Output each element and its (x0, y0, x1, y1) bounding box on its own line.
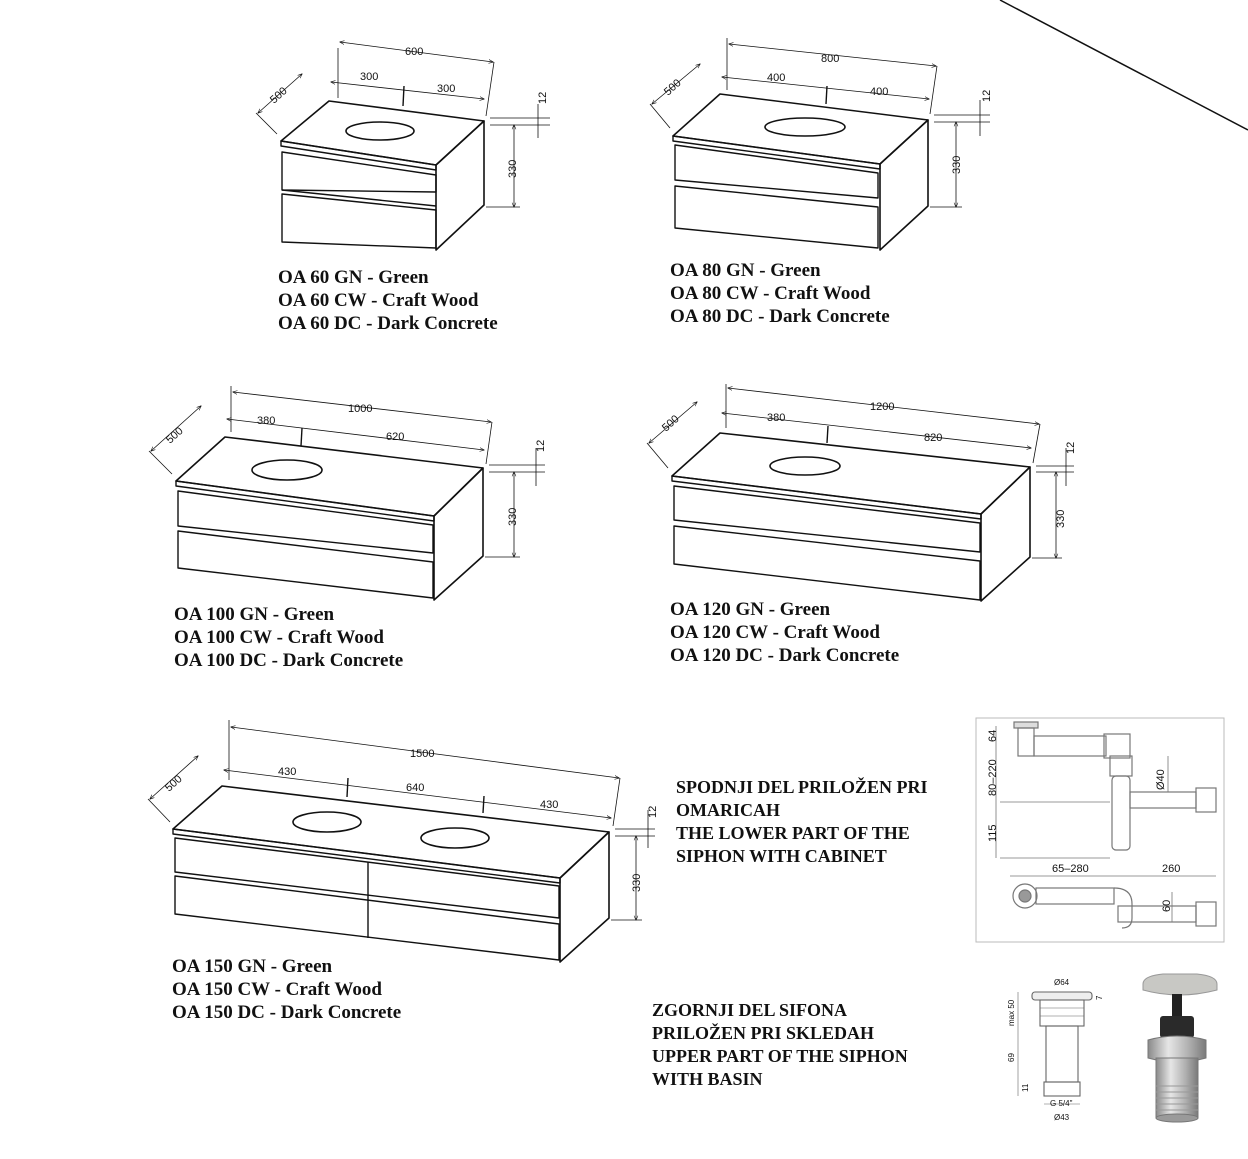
cabinet-120-height: 330 (1055, 510, 1067, 528)
upper-siphon-photo (1142, 973, 1218, 1123)
cabinet-150-drawing (147, 720, 655, 963)
cabinet-60-split-1: 300 (360, 71, 378, 83)
cabinet-120-labels: OA 120 GN - Green OA 120 CW - Craft Wood… (670, 598, 899, 667)
lower-siphon-dim-offset: 60 (1161, 900, 1173, 912)
cabinet-100-split-1: 380 (257, 415, 275, 427)
cabinet-100-top: 12 (535, 440, 547, 452)
cabinet-80-label-green: OA 80 GN - Green (670, 260, 821, 281)
cabinet-150-height: 330 (631, 874, 643, 892)
cabinet-100-label-green: OA 100 GN - Green (174, 604, 335, 625)
lower-siphon-dim-dia: Ø40 (1155, 769, 1167, 790)
cabinet-100-depth: 500 (164, 425, 186, 446)
cabinet-60-label-green: OA 60 GN - Green (278, 267, 429, 288)
cabinet-60-label-craft-wood: OA 60 CW - Craft Wood (278, 290, 479, 311)
upper-siphon-drawing (1017, 991, 1093, 1105)
lower-siphon-note-line-2: OMARICAH (676, 800, 780, 820)
upper-siphon-dim-cap-h: 7 (1095, 995, 1104, 1000)
cabinet-60-height: 330 (507, 160, 519, 178)
cabinet-60-labels: OA 60 GN - Green OA 60 CW - Craft Wood O… (278, 266, 498, 335)
lower-siphon-dim-reach: 65–280 (1052, 863, 1089, 875)
lower-siphon-note-line-3: THE LOWER PART OF THE (676, 823, 910, 843)
lower-siphon-dim-outlet: 260 (1162, 863, 1180, 875)
cabinet-120-split-2: 820 (924, 432, 942, 444)
upper-siphon-note-line-4: WITH BASIN (652, 1069, 763, 1089)
cabinet-120-width: 1200 (870, 401, 894, 413)
cabinet-150-split-3: 430 (540, 799, 558, 811)
cabinet-150-split-2: 640 (406, 782, 424, 794)
cabinet-80-label-dark-concrete: OA 80 DC - Dark Concrete (670, 306, 890, 327)
upper-siphon-dim-max: max 50 (1007, 999, 1016, 1026)
cabinet-120-split-1: 380 (767, 412, 785, 424)
cabinet-100-width: 1000 (348, 403, 372, 415)
lower-siphon-dim-top: 64 (987, 730, 999, 742)
cabinet-150-label-craft-wood: OA 150 CW - Craft Wood (172, 979, 382, 1000)
cabinet-150-depth: 500 (163, 773, 185, 794)
cabinet-80-split-2: 400 (870, 86, 888, 98)
cabinet-80-height: 330 (951, 156, 963, 174)
cabinet-150-labels: OA 150 GN - Green OA 150 CW - Craft Wood… (172, 955, 401, 1024)
upper-siphon-dim-bottom: Ø43 (1054, 1113, 1070, 1122)
cabinet-150-split-1: 430 (278, 766, 296, 778)
cabinet-150-top: 12 (647, 806, 659, 818)
cabinet-80-label-craft-wood: OA 80 CW - Craft Wood (670, 283, 871, 304)
lower-siphon-dim-bottom: 115 (987, 824, 999, 842)
upper-siphon-note-line-1: ZGORNJI DEL SIFONA (652, 1000, 848, 1020)
cabinet-60-label-dark-concrete: OA 60 DC - Dark Concrete (278, 313, 498, 334)
cabinet-60-split-2: 300 (437, 83, 455, 95)
upper-siphon-dim-thread: 11 (1021, 1083, 1030, 1092)
cabinet-100-split-2: 620 (386, 431, 404, 443)
cabinet-80-top: 12 (981, 90, 993, 102)
cabinet-100-label-craft-wood: OA 100 CW - Craft Wood (174, 627, 384, 648)
cabinet-120-label-craft-wood: OA 120 CW - Craft Wood (670, 622, 880, 643)
cabinet-150-label-green: OA 150 GN - Green (172, 956, 333, 977)
cabinet-120-label-dark-concrete: OA 120 DC - Dark Concrete (670, 645, 900, 666)
cabinet-120-label-green: OA 120 GN - Green (670, 599, 831, 620)
upper-siphon-dim-thread-name: G 5/4" (1050, 1099, 1073, 1108)
lower-siphon-note-line-4: SIPHON WITH CABINET (676, 846, 887, 866)
lower-siphon-note: SPODNJI DEL PRILOŽEN PRI OMARICAH THE LO… (676, 776, 928, 868)
cabinet-80-drawing (649, 38, 990, 251)
cabinet-80-split-1: 400 (767, 72, 785, 84)
lower-siphon-dim-range: 80–220 (987, 759, 999, 796)
cabinet-60-drawing (255, 42, 550, 251)
upper-siphon-note-line-3: UPPER PART OF THE SIPHON (652, 1046, 908, 1066)
cabinet-60-top: 12 (537, 92, 549, 104)
cabinet-150-width: 1500 (410, 748, 434, 760)
cabinet-80-labels: OA 80 GN - Green OA 80 CW - Craft Wood O… (670, 259, 890, 328)
upper-siphon-dim-body: 69 (1007, 1053, 1016, 1062)
lower-siphon-drawing (975, 717, 1225, 943)
cabinet-100-labels: OA 100 GN - Green OA 100 CW - Craft Wood… (174, 603, 403, 672)
cabinet-100-height: 330 (507, 508, 519, 526)
lower-siphon-note-line-1: SPODNJI DEL PRILOŽEN PRI (676, 777, 928, 797)
upper-siphon-note: ZGORNJI DEL SIFONA PRILOŽEN PRI SKLEDAH … (652, 999, 908, 1091)
cabinet-150-label-dark-concrete: OA 150 DC - Dark Concrete (172, 1002, 402, 1023)
cabinet-60-width: 600 (405, 46, 423, 58)
cabinet-120-top: 12 (1065, 442, 1077, 454)
cabinet-80-width: 800 (821, 53, 839, 65)
upper-siphon-note-line-2: PRILOŽEN PRI SKLEDAH (652, 1023, 875, 1043)
cabinet-120-drawing (646, 384, 1074, 602)
cabinet-100-drawing (148, 386, 545, 601)
corner-divider-line (999, 0, 1248, 131)
cabinet-100-label-dark-concrete: OA 100 DC - Dark Concrete (174, 650, 404, 671)
upper-siphon-dim-cap: Ø64 (1054, 978, 1070, 987)
